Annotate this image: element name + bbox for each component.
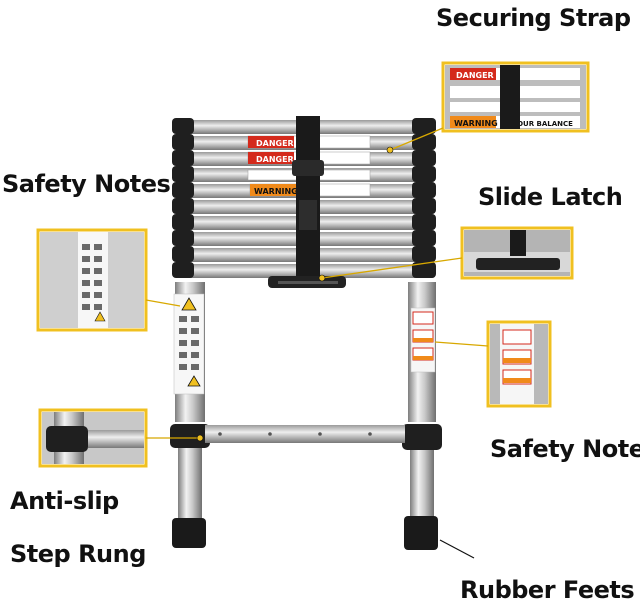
slide-latch [268, 276, 346, 288]
leader-lines [145, 127, 489, 439]
callout-danger-text: DANGER [456, 71, 494, 80]
danger-sticker-text-2: DANGER [256, 155, 294, 164]
callout-warning-text: WARNING [454, 119, 498, 128]
callout-balance-text: SE YOUR BALANCE [500, 120, 573, 128]
callout-anti-slip-detail [42, 412, 144, 464]
securing-strap-label: Securing Strap [436, 4, 631, 32]
callout-boxes [36, 61, 590, 468]
callout-slide-latch-detail [464, 230, 570, 276]
callout-right-notes-detail [490, 324, 548, 404]
slide-latch-label: Slide Latch [478, 183, 623, 211]
danger-sticker-text: DANGER [256, 139, 294, 148]
leader-dots [196, 146, 394, 442]
step-rung-label: Step Rung [10, 540, 146, 568]
bottom-step-rung [205, 425, 405, 443]
securing-strap [292, 116, 324, 280]
warning-sticker-text: WARNING [254, 187, 298, 196]
callout-left-notes-detail [40, 232, 144, 328]
rubber-feet-leader [439, 539, 475, 559]
safety-notes-left-label: Safety Notes [2, 170, 171, 198]
right-pole [402, 282, 442, 550]
anti-slip-label: Anti-slip [10, 487, 119, 515]
safety-notes-right-label: Safety Notes [490, 435, 640, 463]
left-pole [170, 282, 210, 548]
callout-strap-detail: DANGER WARNING SE YOUR BALANCE [445, 65, 586, 129]
rubber-feets-label: Rubber Feets [460, 576, 635, 604]
